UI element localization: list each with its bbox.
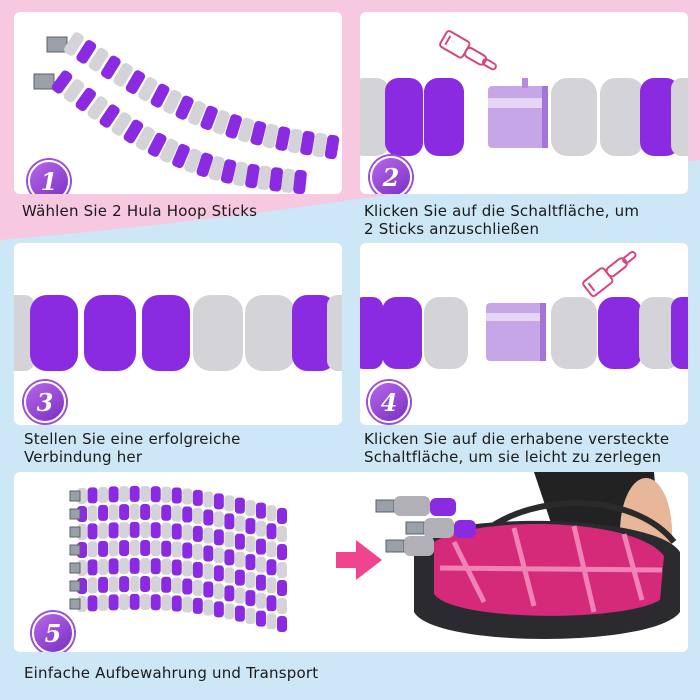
pointing-hand-icon [439,30,497,71]
step-4-caption: Klicken Sie auf die erhabene versteckte … [364,430,670,466]
step-3-caption: Stellen Sie eine erfolgreiche Verbindung… [24,430,241,466]
step-5-badge: 5 [32,612,74,652]
step-4-badge: 4 [368,381,410,423]
step-2-caption: Klicken Sie auf die Schaltfläche, um 2 S… [364,202,640,238]
pointing-hand-icon [582,250,637,297]
step-1-caption: Wählen Sie 2 Hula Hoop Sticks [22,202,258,220]
step-3-badge: 3 [24,381,66,423]
step-3-panel: 3 [14,243,342,425]
step-1-badge: 1 [28,160,70,194]
step-5-panel: 5 [14,472,688,652]
step-2-panel: 2 [360,12,688,194]
right-arrow-icon [336,540,382,580]
connecting-sticks-image [360,30,688,156]
step-5-caption: Einfache Aufbewahrung und Transport [24,664,319,682]
disassembling-stick-image [360,250,688,369]
hula-hoop-sticks-image [33,32,340,194]
connected-stick-image [14,295,342,371]
step-4-panel: 4 [360,243,688,425]
storage-bag-image [69,472,680,639]
step-1-panel: 1 [14,12,342,194]
step-2-badge: 2 [370,156,412,194]
